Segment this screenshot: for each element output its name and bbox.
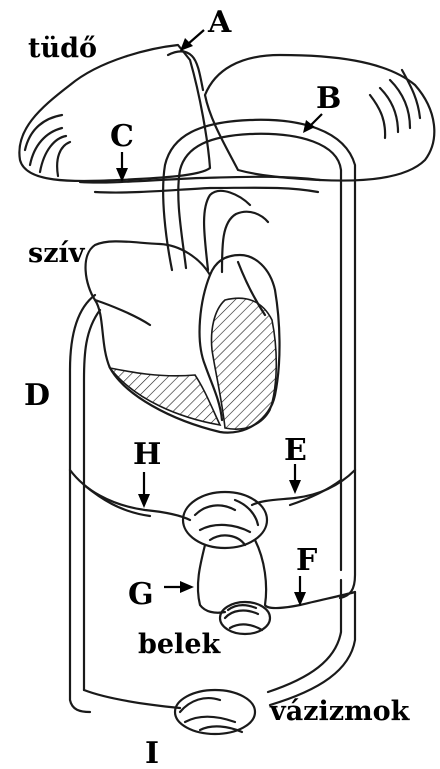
vessel-g — [198, 545, 225, 613]
arrow-a — [180, 30, 204, 51]
vena-cava-d-inner — [84, 310, 100, 690]
trachea-branch-a — [168, 51, 203, 90]
label-c: C — [110, 119, 134, 154]
pulmonary-vein-c-inner — [95, 188, 318, 193]
label-i: I — [145, 736, 159, 769]
left-lung — [19, 45, 210, 181]
arrow-h — [138, 472, 150, 508]
label-lung: tüdő — [28, 33, 97, 64]
muscle-supply-vessel-inner — [268, 580, 341, 692]
muscle-return-vessel — [84, 690, 180, 708]
label-h: H — [133, 437, 161, 472]
label-muscles: vázizmok — [269, 696, 411, 727]
arrow-g — [164, 581, 194, 593]
right-lung-capillaries — [370, 70, 420, 138]
heart — [86, 241, 280, 432]
label-d: D — [24, 378, 50, 413]
vena-cava-d-outer — [70, 295, 95, 712]
label-intestine: belek — [138, 629, 221, 660]
lungs — [19, 45, 434, 181]
right-ventricle-hatch — [110, 368, 220, 425]
arrow-c — [116, 152, 128, 182]
systemic-veins — [70, 295, 100, 712]
muscle-capillary-loops — [180, 698, 242, 732]
liver-capillary-loops — [195, 500, 258, 545]
label-f: F — [296, 543, 317, 578]
label-e: E — [284, 433, 307, 468]
label-g: G — [128, 577, 154, 612]
label-a: A — [207, 5, 232, 40]
vessel-h-inner — [84, 485, 150, 516]
arrow-e — [289, 464, 301, 494]
label-heart: szív — [28, 238, 86, 269]
left-lung-capillaries — [25, 115, 70, 176]
label-b: B — [316, 81, 341, 116]
intestine-capillary-loops — [225, 605, 262, 630]
arrow-f — [294, 576, 306, 606]
muscle-supply-vessel — [270, 592, 355, 705]
